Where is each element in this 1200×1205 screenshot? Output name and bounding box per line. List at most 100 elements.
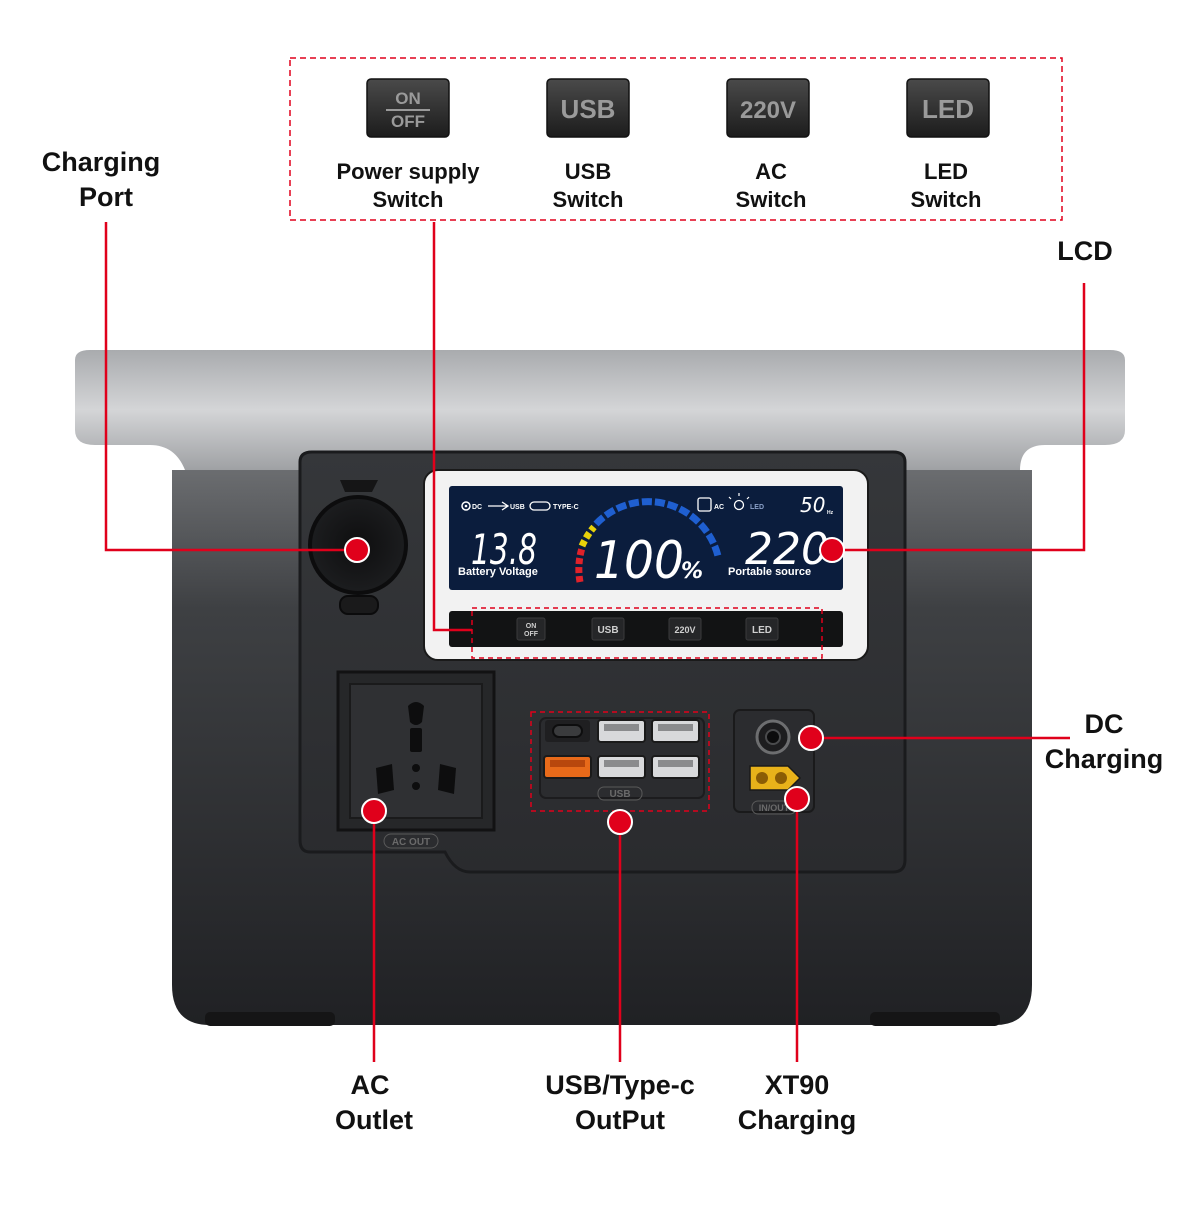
switch-legend-frame	[289, 57, 1063, 221]
usb-highlight-frame	[530, 711, 710, 812]
label-charging-port-line2: Port	[79, 182, 133, 212]
usb-qc-port-tongue	[550, 760, 585, 767]
lcd-ac-outlet-icon	[697, 497, 712, 512]
in-out-engraving: IN/OUT	[759, 803, 790, 813]
panel-led-button[interactable]: LED	[745, 617, 779, 641]
power-switch-caption-1: Power supply	[336, 159, 480, 184]
lcd-battery-voltage-label: Battery Voltage	[458, 566, 538, 578]
label-xt90-line1: XT90	[765, 1070, 830, 1100]
charging-port-cap-tab	[339, 595, 379, 615]
panel-ac-button-face[interactable]	[668, 617, 702, 641]
led-switch-caption-1: LED	[924, 159, 968, 184]
label-charging-port-line1: Charging	[42, 147, 161, 177]
panel-led-button-text: LED	[752, 625, 772, 636]
panel-usb-button-face[interactable]	[591, 617, 625, 641]
panel-usb-button-text: USB	[597, 625, 618, 636]
label-ac-outlet-line2: Outlet	[335, 1105, 413, 1135]
marker-lcd	[819, 537, 845, 563]
led-switch-caption-2: Switch	[911, 187, 982, 212]
panel-buttons-highlight	[471, 607, 823, 659]
label-dc-charging-line2: Charging	[1045, 744, 1164, 774]
usb-switch-caption-2: Switch	[553, 187, 624, 212]
leader-lines	[104, 222, 1086, 1062]
lcd-charge-gauge	[575, 498, 722, 583]
marker-xt90	[784, 786, 810, 812]
lcd-assembly: DC USB TYPE-C 13.8 Battery Voltage 100 %…	[423, 469, 869, 661]
led-button-face	[906, 78, 990, 138]
ac-outlet: AC OUT	[336, 670, 496, 849]
lcd-led-rays	[728, 493, 750, 500]
power-button-face	[366, 78, 450, 138]
led-button-text: LED	[922, 94, 974, 124]
panel-power-off-text: OFF	[524, 631, 539, 638]
lcd-typec-label: TYPE-C	[553, 504, 579, 511]
leader-charging-port	[104, 222, 357, 552]
panel-ac-button-text: 220V	[674, 625, 695, 635]
usb-engraving: USB	[609, 789, 630, 800]
ac-outlet-ground-slot	[410, 728, 422, 752]
lcd-usb-label: USB	[510, 504, 525, 511]
label-lcd: LCD	[1057, 236, 1113, 266]
marker-charging-port	[344, 537, 370, 563]
usb-button-face	[546, 78, 630, 138]
lcd-battery-voltage-value: 13.8	[471, 525, 537, 574]
label-dc-charging-line1: DC	[1085, 709, 1124, 739]
panel-ac-button[interactable]: 220V	[668, 617, 702, 641]
ac-button-face	[726, 78, 810, 138]
lcd-screen	[449, 486, 843, 590]
lcd-led-label: LED	[750, 504, 764, 511]
marker-dc-charging	[798, 725, 824, 751]
legend-led-button: LED	[906, 78, 990, 138]
lcd-led-bulb-icon	[733, 499, 745, 511]
usb-a-port-4-tongue	[658, 760, 693, 767]
lcd-dc-label: DC	[472, 504, 482, 511]
gauge-blue-segment	[593, 498, 722, 557]
usb-switch-caption-1: USB	[565, 159, 611, 184]
xt90-pin-left	[756, 772, 768, 784]
label-xt90-line2: Charging	[738, 1105, 857, 1135]
leader-lcd	[832, 283, 1086, 552]
ac-switch-caption-2: Switch	[736, 187, 807, 212]
lcd-percent-sign: %	[681, 559, 703, 584]
leader-switch-legend	[432, 222, 472, 632]
usb-a-port-1	[597, 719, 646, 743]
panel-usb-button[interactable]: USB	[591, 617, 625, 641]
usb-a-port-3-tongue	[604, 760, 639, 767]
usb-a-port-4	[651, 755, 700, 779]
lcd-output-label: Portable source	[728, 566, 811, 578]
gauge-red-segment	[575, 546, 586, 583]
legend-usb-button: USB	[546, 78, 630, 138]
power-button-on-text: ON	[395, 89, 421, 108]
marker-usb-output	[607, 809, 633, 835]
panel-power-button-face[interactable]	[516, 617, 546, 641]
label-usb-output-line1: USB/Type-c	[545, 1070, 695, 1100]
lcd-ac-label: AC	[714, 504, 724, 511]
typec-port-opening	[552, 724, 583, 738]
power-switch-caption-2: Switch	[373, 187, 444, 212]
label-ac-outlet-line1: AC	[351, 1070, 390, 1100]
label-usb-output-line2: OutPut	[575, 1105, 665, 1135]
panel-led-button-face[interactable]	[745, 617, 779, 641]
usb-a-port-2-tongue	[658, 724, 693, 731]
charging-port-cap-hinge	[340, 480, 378, 492]
leader-endpoints	[344, 537, 845, 835]
lcd-dc-icon-dot	[464, 504, 468, 508]
top-handle-lid	[75, 350, 1125, 470]
lcd-usb-icon	[488, 501, 510, 511]
lcd-status-icons-left: DC USB TYPE-C	[461, 501, 579, 511]
ac-outlet-right-slot	[438, 764, 456, 794]
ac-out-engraving-frame	[383, 833, 439, 849]
typec-port	[545, 720, 590, 742]
lcd-frequency-value: 50	[800, 493, 825, 517]
ac-out-engraving: AC OUT	[392, 837, 430, 848]
usb-a-port-3	[597, 755, 646, 779]
lcd-typec-icon	[529, 501, 551, 511]
usb-output-ports: USB	[530, 711, 710, 812]
legend-power-button: ON OFF	[366, 78, 450, 138]
usb-qc-port	[543, 755, 592, 779]
panel-power-button[interactable]: ON OFF	[516, 617, 546, 641]
marker-ac-outlet	[361, 798, 387, 824]
power-station-body	[75, 350, 1125, 1026]
panel-button-strip	[449, 611, 843, 647]
